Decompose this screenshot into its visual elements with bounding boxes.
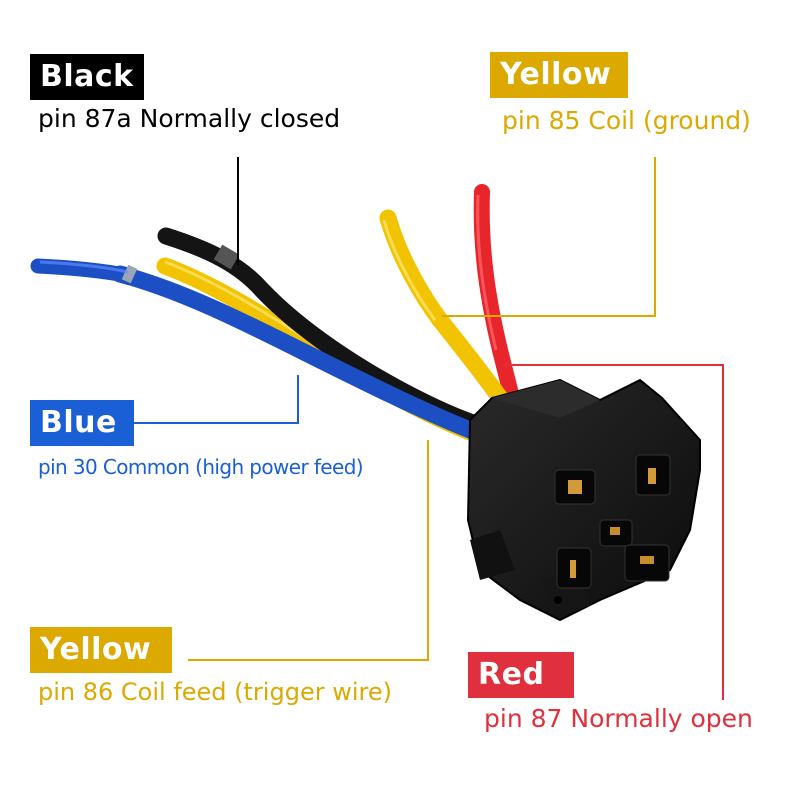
- yellow-top-wire-description: pin 85 Coil (ground): [502, 106, 751, 135]
- leader-yellow-bottom: [188, 440, 429, 661]
- leader-lines: [116, 157, 724, 700]
- red-wire: [473, 184, 520, 406]
- black-wire: [157, 227, 485, 433]
- leader-blue: [116, 375, 299, 424]
- blue-wire-tag: Blue: [30, 400, 134, 446]
- black-wire-tag: Black: [30, 54, 144, 100]
- yellow-wire-top: [379, 209, 509, 407]
- relay-socket-body: [466, 378, 701, 622]
- blue-wire: [30, 258, 479, 439]
- leader-red: [502, 364, 724, 700]
- yellow-bottom-wire-description: pin 86 Coil feed (trigger wire): [38, 678, 392, 706]
- blue-wire-description: pin 30 Common (high power feed): [38, 455, 364, 479]
- leader-yellow-top: [442, 157, 656, 317]
- red-wire-description: pin 87 Normally open: [484, 704, 753, 733]
- yellow-bottom-wire-tag: Yellow: [30, 627, 172, 673]
- red-wire-tag: Red: [468, 652, 574, 698]
- black-wire-description: pin 87a Normally closed: [38, 104, 341, 133]
- yellow-top-wire-tag: Yellow: [490, 52, 628, 98]
